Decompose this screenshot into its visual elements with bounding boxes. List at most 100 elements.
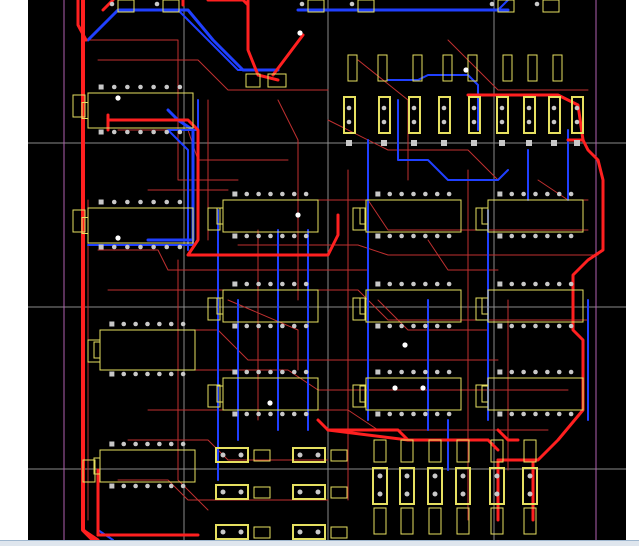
chip-pin-pad: [121, 483, 127, 489]
chip-pin-pad: [399, 191, 404, 197]
resistor-pad: [404, 491, 410, 497]
chip-pin-pad: [133, 321, 138, 327]
chip-pin-pad: [125, 199, 130, 205]
via-icon[interactable]: [295, 212, 301, 218]
power-trace[interactable]: [81, 0, 100, 540]
chip-pin-pad: [291, 411, 297, 417]
chip-pin-pad: [177, 199, 183, 205]
chip-pin-pad: [423, 369, 428, 375]
chip-pin-pad: [164, 129, 170, 135]
signal-trace[interactable]: [277, 99, 299, 301]
power-trace[interactable]: [496, 428, 520, 442]
signal-trace[interactable]: [97, 59, 329, 91]
signal-trace[interactable]: [377, 299, 489, 331]
signal-trace[interactable]: [327, 119, 499, 181]
resistor-pad: [377, 473, 383, 479]
chip-pin-pad: [509, 369, 515, 375]
power-trace[interactable]: [271, 33, 305, 77]
via-icon[interactable]: [115, 95, 121, 101]
capacitor-icon: [490, 507, 504, 535]
power-trace[interactable]: [106, 118, 340, 257]
chip-pin-pad: [556, 369, 562, 375]
resistor-pad: [238, 452, 244, 458]
resistor-icon: [427, 467, 443, 505]
chip-pin-pad: [168, 483, 174, 489]
capacitor-icon: [475, 297, 489, 321]
connector-outline: [162, 0, 180, 13]
signal-trace[interactable]: [227, 299, 299, 371]
bottom-trace[interactable]: [86, 8, 280, 72]
chip-pin-pad: [268, 323, 273, 329]
resistor-pad: [574, 105, 580, 111]
chip-pin-pad: [387, 323, 393, 329]
capacitor-icon: [373, 507, 387, 535]
resistor-pad: [574, 140, 580, 146]
signal-trace[interactable]: [97, 249, 369, 271]
chip-pin-pad: [533, 323, 538, 329]
via-icon[interactable]: [463, 67, 469, 73]
connector-pad: [109, 1, 115, 7]
chip-pin-pad: [423, 411, 428, 417]
capacitor-icon: [490, 439, 504, 463]
power-trace[interactable]: [246, 0, 280, 82]
capacitor-icon: [475, 207, 489, 231]
bottom-trace[interactable]: [167, 99, 199, 251]
chip-pin-pad: [111, 244, 117, 250]
pcb-layout[interactable]: [28, 0, 626, 540]
bottom-trace[interactable]: [146, 108, 195, 242]
bottom-trace[interactable]: [387, 74, 479, 131]
signal-trace[interactable]: [87, 39, 239, 181]
chip-pin-pad: [256, 191, 261, 197]
chip-pin-pad: [138, 199, 143, 205]
resistor-pad: [499, 105, 505, 111]
resistor-pad: [526, 119, 532, 125]
via-icon[interactable]: [392, 385, 398, 391]
power-trace[interactable]: [326, 428, 500, 452]
bottom-trace[interactable]: [97, 489, 114, 540]
via-icon[interactable]: [267, 400, 273, 406]
capacitor-icon: [428, 507, 442, 535]
capacitor-icon: [456, 507, 470, 535]
power-trace[interactable]: [81, 0, 95, 540]
chip-pin-pad: [256, 369, 261, 375]
via-icon[interactable]: [115, 235, 121, 241]
signal-trace[interactable]: [537, 179, 589, 201]
resistor-icon: [215, 447, 249, 463]
signal-trace[interactable]: [447, 39, 589, 91]
bottom-trace[interactable]: [397, 99, 509, 181]
via-icon[interactable]: [297, 30, 303, 36]
bottom-trace[interactable]: [87, 149, 194, 246]
power-trace[interactable]: [316, 418, 330, 432]
power-trace[interactable]: [466, 93, 605, 462]
chip-pin-pad: [509, 191, 515, 197]
chip-pin-pad: [375, 411, 381, 417]
chip-pin-pad: [111, 199, 117, 205]
dip-chip-icon-outline: [365, 289, 462, 323]
capacitor-icon: [330, 449, 348, 462]
signal-trace[interactable]: [227, 199, 589, 231]
resistor-pad: [220, 452, 226, 458]
power-trace[interactable]: [206, 0, 250, 7]
resistor-pad: [432, 491, 438, 497]
signal-trace[interactable]: [137, 369, 569, 391]
via-icon[interactable]: [402, 342, 408, 348]
chip-pin-pad: [521, 281, 526, 287]
chip-pin-pad: [280, 323, 285, 329]
via-icon[interactable]: [420, 385, 426, 391]
power-trace[interactable]: [101, 0, 115, 12]
chip-pin-pad: [399, 323, 404, 329]
capacitor-icon: [82, 459, 96, 483]
signal-trace[interactable]: [177, 259, 209, 511]
signal-trace[interactable]: [117, 479, 329, 501]
capacitor-icon: [475, 384, 489, 408]
chip-pin-pad: [497, 369, 503, 375]
pcb-canvas[interactable]: [28, 0, 626, 540]
chip-pin-pad: [545, 323, 550, 329]
chip-pin-pad: [164, 84, 170, 90]
chip-pin-pad: [157, 371, 162, 377]
signal-trace[interactable]: [117, 129, 289, 161]
resistor-icon: [502, 54, 513, 82]
connector-pad: [154, 1, 160, 7]
chip-pin-pad: [177, 129, 183, 135]
signal-trace[interactable]: [427, 239, 499, 271]
